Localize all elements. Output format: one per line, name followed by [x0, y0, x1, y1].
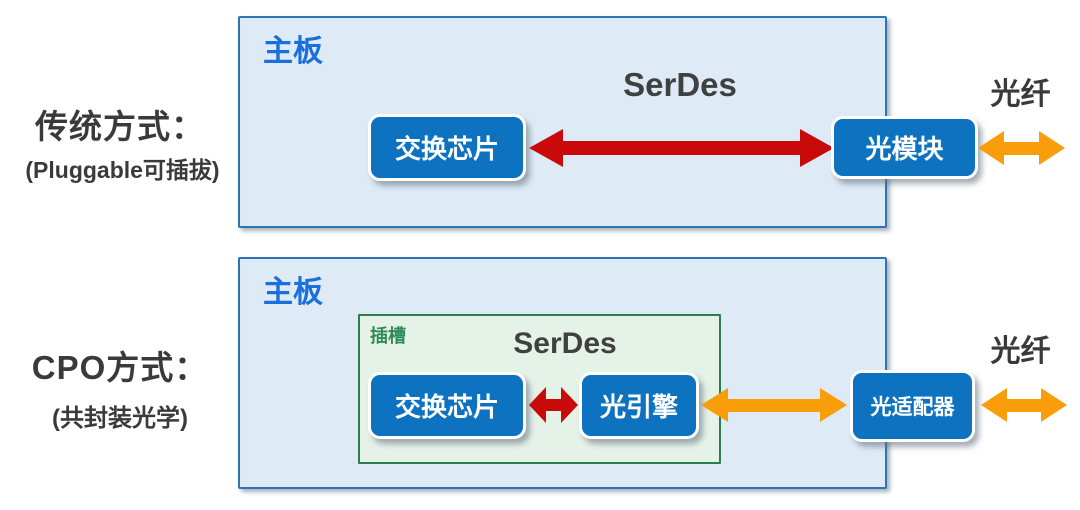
cpo-fiber-label: 光纤 — [990, 335, 1051, 368]
arrow-shaft — [1004, 141, 1039, 155]
cpo-switch-chip-node: 交换芯片 — [368, 372, 526, 439]
arrow-right-head — [1041, 388, 1067, 422]
traditional-optical-module-node: 光模块 — [831, 116, 978, 179]
arrow-left-head — [529, 129, 563, 167]
arrow-right-head — [800, 129, 834, 167]
arrow-shaft — [728, 398, 820, 412]
arrow-shaft — [563, 141, 800, 155]
cpo-slot-label: 插槽 — [370, 326, 406, 346]
traditional-fiber-arrow — [978, 131, 1065, 165]
traditional-fiber-label: 光纤 — [990, 78, 1051, 111]
traditional-motherboard-box — [238, 16, 887, 228]
traditional-serdes-arrow — [529, 129, 834, 167]
arrow-shaft — [1007, 398, 1041, 412]
cpo-row-title: CPO方式： — [31, 349, 209, 386]
cpo-serdes-label: SerDes — [513, 327, 617, 360]
arrow-left-head — [981, 388, 1007, 422]
arrow-right-head — [820, 388, 847, 422]
arrow-right-head — [1039, 131, 1065, 165]
arrow-left-head — [701, 388, 728, 422]
arrow-shaft — [546, 399, 561, 411]
cpo-serdes-arrow — [529, 387, 578, 423]
cpo-optical-adapter-node: 光适配器 — [850, 370, 975, 442]
traditional-motherboard-label: 主板 — [263, 35, 323, 68]
traditional-row-title: 传统方式： — [35, 108, 205, 145]
arrow-left-head — [978, 131, 1004, 165]
arrow-right-head — [561, 387, 578, 423]
cpo-motherboard-label: 主板 — [263, 276, 323, 309]
cpo-row-subtitle: (共封装光学) — [52, 405, 188, 432]
traditional-serdes-label: SerDes — [623, 66, 737, 103]
cpo-engine-adapter-arrow — [701, 388, 847, 422]
traditional-row-subtitle: (Pluggable可插拔) — [25, 157, 220, 183]
cpo-fiber-arrow — [981, 388, 1067, 422]
cpo-optical-engine-node: 光引擎 — [579, 372, 699, 439]
arrow-left-head — [529, 387, 546, 423]
traditional-switch-chip-node: 交换芯片 — [368, 114, 526, 181]
